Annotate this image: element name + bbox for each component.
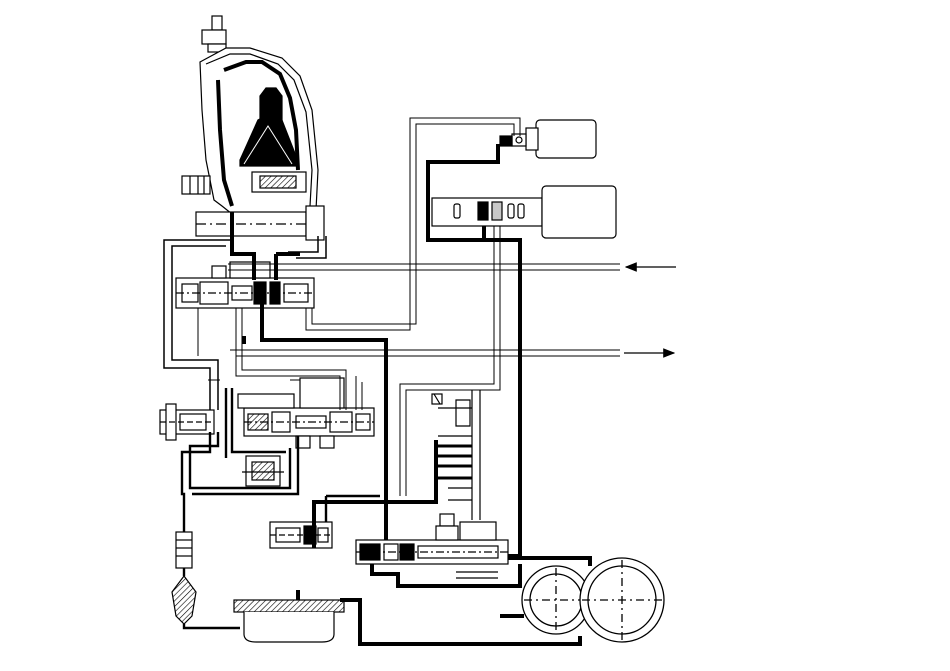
check-valve [269, 521, 333, 549]
pressure-lines [230, 144, 592, 646]
torque-converter [181, 15, 325, 241]
filter-strainer [171, 531, 197, 625]
regulator-spool [355, 513, 509, 579]
return-passage [163, 236, 327, 410]
connector-block [431, 185, 617, 239]
flow-arrows [624, 262, 676, 358]
pressure-regulator [431, 390, 481, 520]
main-spool-valve [175, 261, 315, 309]
secondary-spool-valve [237, 377, 375, 449]
solenoid-actuator [499, 119, 597, 159]
pilot-lines [197, 117, 620, 496]
valve-stack [242, 455, 284, 487]
gear-pump [521, 557, 665, 643]
feed-lines [180, 388, 380, 630]
relief-valve [159, 403, 215, 441]
oil-pan [233, 599, 345, 643]
